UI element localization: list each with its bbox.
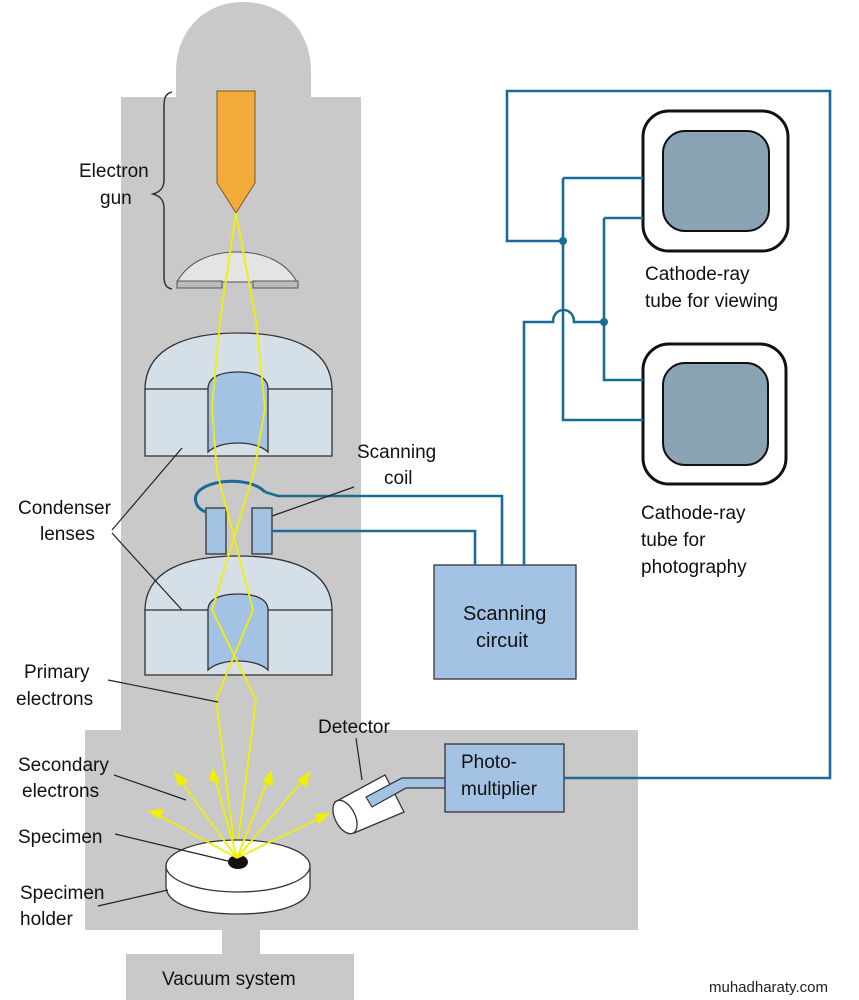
scanning-circuit — [433, 564, 577, 680]
coil-block-right — [251, 507, 273, 555]
leader-scanning-coil — [271, 486, 355, 517]
vacuum-pipe — [222, 928, 260, 956]
leader-detector — [355, 737, 363, 781]
leader-primary-electrons — [107, 679, 219, 703]
secondary-arrow-3 — [208, 767, 221, 784]
anode-base-right — [252, 280, 299, 289]
electron-gun-tip — [216, 90, 256, 214]
photomultiplier — [444, 743, 565, 813]
crt-photography-screen — [662, 362, 769, 466]
label-photomultiplier-line2: multiplier — [461, 779, 538, 800]
lens-upper-top — [144, 332, 333, 391]
specimen-holder — [165, 839, 311, 915]
label-vacuum-system: Vacuum system — [162, 969, 296, 990]
detector — [332, 774, 448, 835]
label-scanning-circuit-line2: circuit — [476, 630, 529, 652]
anode-base-left — [176, 280, 223, 289]
secondary-ray-4 — [236, 779, 269, 859]
condenser-lens-lower — [144, 555, 333, 676]
wire-junction-right-vertical — [602, 218, 643, 382]
label-specimen: Specimen — [18, 827, 103, 848]
primary-electron-beam — [211, 212, 266, 859]
label-condenser-lenses-line2: lenses — [40, 524, 95, 545]
label-secondary-electrons-line1: Secondary — [18, 755, 109, 776]
label-scanning-coil-line2: coil — [384, 468, 413, 489]
wire-junction-dot-2 — [600, 318, 608, 326]
crt-viewing — [641, 109, 790, 253]
label-detector: Detector — [318, 717, 390, 738]
secondary-ray-2 — [157, 814, 238, 859]
microscope-housing — [85, 2, 638, 1000]
secondary-ray-3 — [214, 777, 238, 859]
crt-viewing-screen — [662, 130, 770, 232]
label-scanning-coil-line1: Scanning — [357, 442, 436, 463]
secondary-arrow-5 — [297, 770, 311, 788]
leader-specimen-holder — [97, 889, 169, 907]
label-scanning-circuit-line1: Scanning — [463, 603, 546, 625]
label-crt-photography-line1: Cathode-ray — [641, 503, 746, 524]
beam-ray-left — [211, 212, 254, 859]
condenser-lens-upper — [144, 332, 333, 457]
secondary-ray-5 — [236, 779, 304, 859]
coil-loop — [193, 479, 267, 514]
vacuum-system-box — [126, 954, 354, 1000]
leader-condenser-upper — [111, 447, 183, 531]
anode-plate — [176, 251, 298, 283]
coil-block-left — [205, 507, 227, 555]
wire-junction-left-vertical — [561, 178, 643, 422]
secondary-ray-6 — [236, 817, 321, 859]
label-electron-gun-line1: Electron — [79, 161, 149, 182]
leader-lines — [97, 447, 363, 907]
wire-coil-to-circuit — [264, 490, 504, 565]
labels: Electron gun Scanning coil Condenser len… — [16, 161, 828, 996]
column-dome — [176, 2, 311, 98]
gun-bracket — [150, 91, 173, 290]
leader-specimen — [114, 833, 233, 863]
label-crt-viewing-line1: Cathode-ray — [645, 264, 750, 285]
scanning-circuit-box — [433, 564, 577, 680]
label-specimen-holder-line2: holder — [20, 909, 73, 930]
lens-lower-core — [207, 593, 269, 672]
scanning-coil — [193, 479, 273, 555]
label-primary-electrons-line1: Primary — [24, 662, 90, 683]
secondary-arrow-1 — [173, 770, 189, 787]
label-condenser-lenses-line1: Condenser — [18, 498, 112, 519]
label-crt-photography-line2: tube for — [641, 530, 706, 551]
secondary-electrons — [147, 767, 331, 859]
secondary-arrow-4 — [262, 769, 274, 787]
leader-condenser-lower — [111, 532, 183, 611]
wiring — [264, 89, 832, 780]
label-crt-photography-line3: photography — [641, 557, 747, 578]
label-crt-viewing-line2: tube for viewing — [645, 291, 778, 312]
label-primary-electrons-line2: electrons — [16, 689, 93, 710]
secondary-arrow-2 — [147, 808, 165, 820]
photomultiplier-box — [444, 743, 565, 813]
secondary-arrow-6 — [314, 812, 331, 825]
electron-gun — [150, 90, 299, 290]
label-specimen-holder-line1: Specimen — [20, 883, 105, 904]
wire-coil-lower-to-circuit — [272, 529, 477, 565]
wire-circuit-to-displays — [522, 308, 604, 565]
leader-secondary-electrons — [113, 774, 187, 801]
beam-ray-right — [211, 212, 266, 859]
watermark: muhadharaty.com — [709, 979, 828, 996]
detector-mouth — [332, 799, 358, 835]
label-electron-gun-line2: gun — [100, 188, 132, 209]
crt-photography — [641, 342, 788, 486]
wire-junction-dot-1 — [559, 237, 567, 245]
wire-photomultiplier-loop — [505, 89, 832, 780]
specimen — [228, 855, 248, 869]
label-secondary-electrons-line2: electrons — [22, 781, 99, 802]
label-photomultiplier-line1: Photo- — [461, 752, 517, 773]
secondary-ray-1 — [179, 779, 238, 859]
lens-upper-core — [207, 371, 269, 454]
